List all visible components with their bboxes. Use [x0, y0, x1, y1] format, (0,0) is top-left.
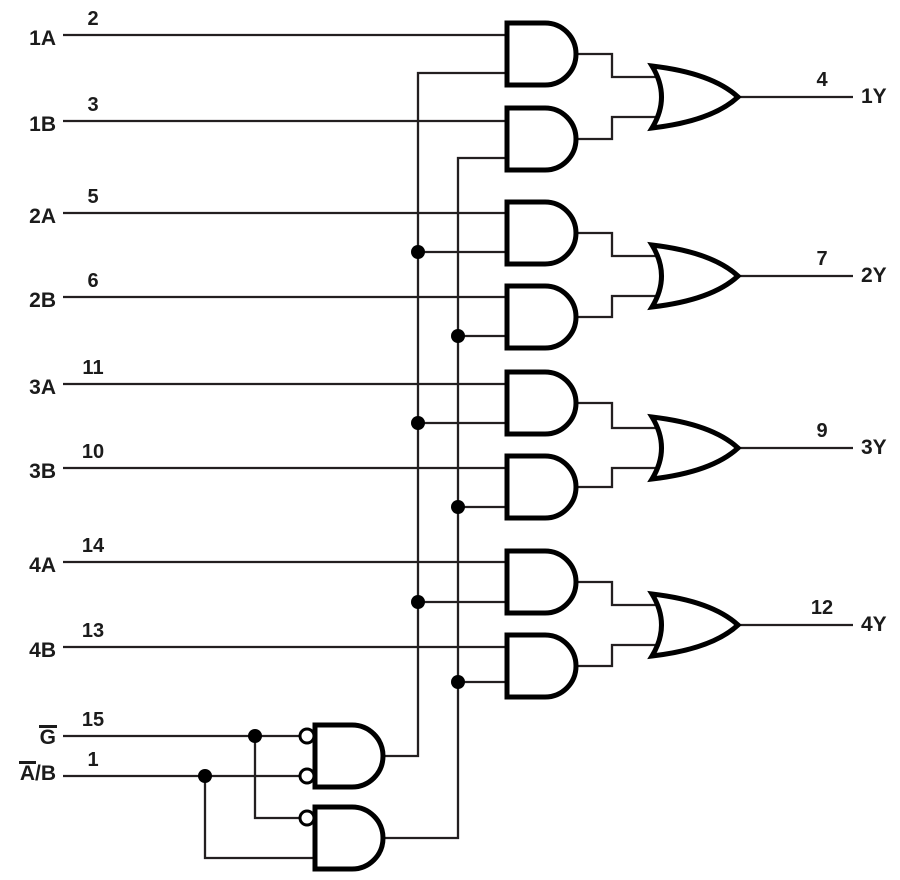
input-pin-4b: 13: [81, 620, 105, 642]
junction-dot-ab: [198, 769, 212, 783]
input-pin-1a: 2: [87, 8, 99, 30]
wire-and1b-to-or1: [576, 115, 660, 141]
g-overline-text: G: [38, 725, 58, 749]
wire-ab-to-lower-gate: [203, 776, 315, 860]
wire-select-a-bus: [383, 71, 507, 758]
wire-and1a-to-or1: [576, 52, 660, 79]
input-pin-3b: 10: [81, 441, 105, 463]
and-gate-1a: [504, 20, 579, 88]
and-gate-2b: [504, 283, 579, 351]
wire-and4b-to-or4: [576, 643, 660, 668]
wire-and2a-to-or2: [576, 231, 660, 258]
inverter-bubble-g-upper: [298, 727, 316, 745]
wire-and4a-to-or4: [576, 580, 660, 607]
and-gate-3b: [504, 453, 579, 521]
input-label-4a: 4A: [29, 554, 56, 577]
input-pin-1b: 3: [87, 94, 99, 116]
inverter-bubble-ab-upper: [298, 767, 316, 785]
input-label-3a: 3A: [29, 376, 56, 399]
input-label-1a: 1A: [29, 27, 56, 50]
ab-overline-text: A: [18, 761, 37, 785]
output-label-4y: 4Y: [861, 613, 887, 636]
wire-g-to-lower-gate: [253, 736, 300, 820]
input-pin-4a: 14: [81, 535, 105, 557]
and-gate-1b: [504, 105, 579, 173]
wire-and2b-to-or2: [576, 294, 660, 319]
output-pin-2y: 7: [816, 248, 828, 270]
input-label-3b: 3B: [29, 460, 56, 483]
junction-dot-a2: [411, 245, 425, 259]
wire-and3b-to-or3: [576, 466, 660, 489]
output-pin-1y: 4: [816, 69, 828, 91]
input-pin-ab: 1: [87, 749, 99, 771]
or-gate-4y: [647, 590, 742, 660]
select-gate-a: [312, 722, 386, 790]
input-label-2a: 2A: [29, 205, 56, 228]
output-label-3y: 3Y: [861, 436, 887, 459]
input-pin-3a: 11: [82, 357, 104, 379]
inverter-bubble-g-lower: [298, 809, 316, 827]
output-pin-4y: 12: [810, 597, 834, 619]
junction-dot-b4: [451, 675, 465, 689]
input-label-2b: 2B: [29, 289, 56, 312]
and-gate-4b: [504, 632, 579, 700]
wire-and3a-to-or3: [576, 401, 660, 430]
input-pin-g: 15: [81, 709, 105, 731]
select-gate-b: [312, 804, 386, 872]
ab-rest-text: /B: [35, 762, 56, 785]
junction-dot-g: [248, 729, 262, 743]
input-label-g: G: [0, 725, 58, 749]
junction-dot-b2: [451, 329, 465, 343]
and-gate-4a: [504, 548, 579, 616]
wire-select-b-bus: [383, 156, 507, 840]
output-pin-3y: 9: [816, 420, 828, 442]
or-gate-2y: [647, 241, 742, 311]
input-label-ab: A/B: [0, 761, 56, 785]
and-gate-2a: [504, 199, 579, 267]
input-pin-2a: 5: [87, 186, 99, 208]
junction-dot-b3: [451, 500, 465, 514]
output-label-2y: 2Y: [861, 264, 887, 287]
junction-dot-a4: [411, 595, 425, 609]
input-pin-2b: 6: [87, 270, 99, 292]
or-gate-1y: [647, 62, 742, 132]
junction-dot-a3: [411, 416, 425, 430]
output-label-1y: 1Y: [861, 85, 887, 108]
and-gate-3a: [504, 369, 579, 437]
input-label-4b: 4B: [29, 639, 56, 662]
input-label-1b: 1B: [29, 113, 56, 136]
or-gate-3y: [647, 413, 742, 483]
